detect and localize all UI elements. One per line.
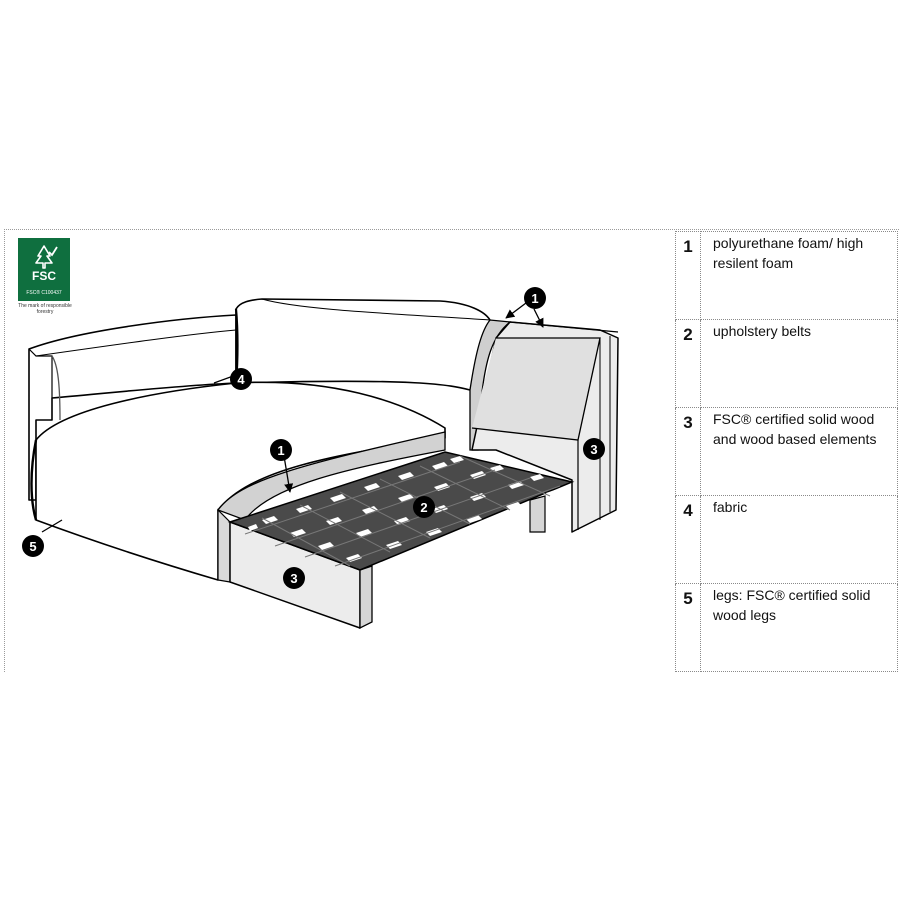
diagram-frame xyxy=(4,229,899,672)
leader-lines xyxy=(41,302,544,533)
callout-1-top: 1 xyxy=(524,287,546,309)
svg-text:4: 4 xyxy=(237,372,245,387)
legend-row: 3 FSC® certified solid wood and wood bas… xyxy=(675,407,898,496)
fsc-brand-text: FSC xyxy=(32,269,56,283)
legend-number: 2 xyxy=(675,319,701,408)
callout-4: 4 xyxy=(230,368,252,390)
svg-text:2: 2 xyxy=(420,500,427,515)
webbing-belts xyxy=(227,451,575,571)
tree-checkmark-icon xyxy=(35,245,58,269)
callout-3-right: 3 xyxy=(583,438,605,460)
legend-number: 1 xyxy=(675,231,701,320)
legend-description: upholstery belts xyxy=(700,319,898,408)
legend-row: 4 fabric xyxy=(675,495,898,584)
callout-2: 2 xyxy=(413,496,435,518)
legend-number: 4 xyxy=(675,495,701,584)
right-wood-frame xyxy=(471,321,619,533)
legend-number: 3 xyxy=(675,407,701,496)
fsc-logo: FSC FSC® C100437 xyxy=(18,238,70,301)
callout-5: 5 xyxy=(22,535,44,557)
svg-text:5: 5 xyxy=(29,539,36,554)
back-cushion xyxy=(234,298,491,391)
callout-1-seat: 1 xyxy=(270,439,292,461)
seat-foam-wedge xyxy=(216,431,446,521)
svg-text:1: 1 xyxy=(531,291,538,306)
legend-description: fabric xyxy=(700,495,898,584)
legend-table: 1 polyurethane foam/ high resilent foam … xyxy=(675,231,898,672)
svg-text:3: 3 xyxy=(290,571,297,586)
svg-text:3: 3 xyxy=(590,442,597,457)
legend-row: 1 polyurethane foam/ high resilent foam xyxy=(675,231,898,320)
callout-3-front: 3 xyxy=(283,567,305,589)
legend-row: 5 legs: FSC® certified solid wood legs xyxy=(675,583,898,672)
fsc-license-code: FSC® C100437 xyxy=(26,290,62,296)
legend-number: 5 xyxy=(675,583,701,672)
legend-description: polyurethane foam/ high resilent foam xyxy=(700,231,898,320)
svg-text:1: 1 xyxy=(277,443,284,458)
legend-description: FSC® certified solid wood and wood based… xyxy=(700,407,898,496)
fsc-tagline: The mark of responsible forestry xyxy=(18,303,72,315)
legend-description: legs: FSC® certified solid wood legs xyxy=(700,583,898,672)
legend-row: 2 upholstery belts xyxy=(675,319,898,408)
